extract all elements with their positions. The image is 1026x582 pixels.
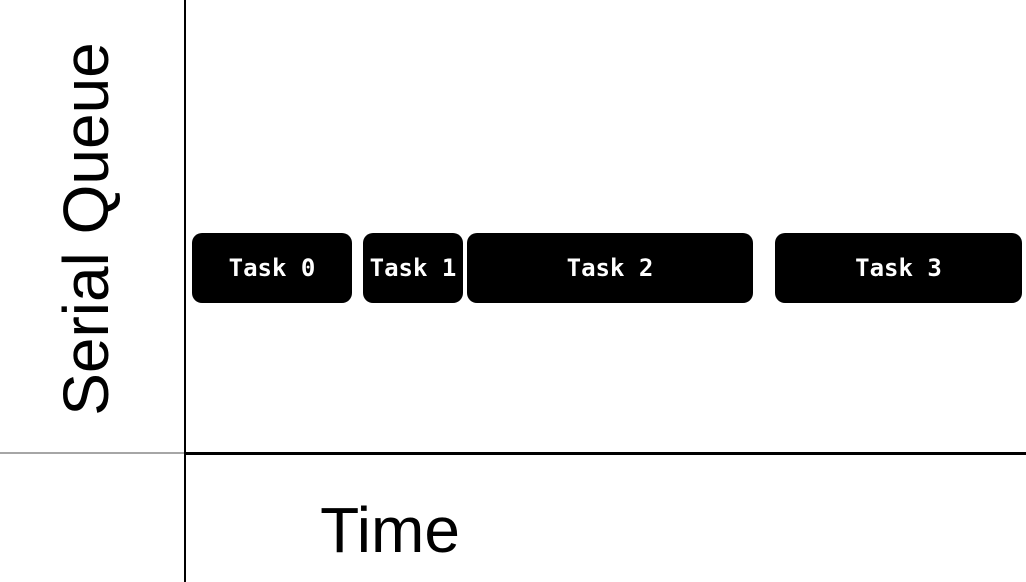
task-box: Task 1 [363,233,463,303]
x-axis-label: Time [320,494,460,566]
x-axis-gray-extension-line [0,452,184,454]
y-axis-line [184,0,186,582]
task-label: Task 0 [228,254,316,282]
x-axis-line [184,452,1026,455]
task-label: Task 1 [369,254,457,282]
task-box: Task 2 [467,233,753,303]
task-label: Task 3 [855,254,942,282]
task-box: Task 3 [775,233,1022,303]
task-label: Task 2 [566,254,654,282]
task-box: Task 0 [192,233,352,303]
